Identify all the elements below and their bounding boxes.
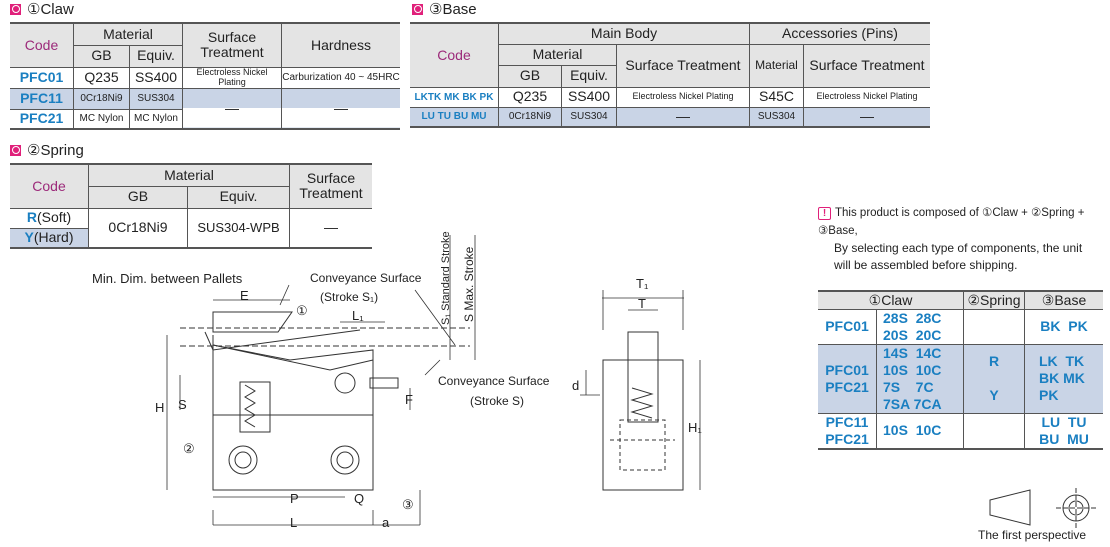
warning-icon: ! bbox=[818, 207, 831, 220]
stroke-s1-label: (Stroke S₁) bbox=[320, 290, 379, 304]
sel-spring: R Y bbox=[963, 343, 1025, 414]
sel-spring bbox=[963, 412, 1025, 449]
conveyance-surface-label: Conveyance Surface bbox=[438, 374, 550, 388]
base-acc-surface: — bbox=[803, 106, 930, 128]
dim-s: S bbox=[178, 397, 187, 412]
claw-title: ①Claw bbox=[27, 1, 74, 18]
side-view bbox=[166, 235, 476, 526]
header-surface: Surface Treatment bbox=[289, 163, 372, 209]
section-marker-icon bbox=[412, 3, 423, 15]
spring-gb: 0Cr18Ni9 bbox=[88, 207, 188, 249]
perspective-symbol bbox=[989, 488, 1096, 528]
callout-claw: ① bbox=[296, 303, 308, 318]
claw-hardness: — bbox=[281, 87, 400, 130]
sel-claw-code: PFC11 PFC21 bbox=[818, 412, 877, 449]
claw-code: PFC21 bbox=[10, 108, 74, 130]
spring-code-hard: Y(Hard) bbox=[10, 227, 89, 249]
header-base: ③Base bbox=[1024, 290, 1103, 310]
spring-code-suffix: (Hard) bbox=[33, 229, 74, 246]
header-gb: GB bbox=[498, 64, 562, 88]
dim-q: Q bbox=[354, 491, 365, 506]
sel-base: LU TU BU MU bbox=[1024, 412, 1103, 449]
claw-equiv: MC Nylon bbox=[129, 108, 183, 130]
callout-base: ③ bbox=[402, 497, 414, 512]
dim-a: a bbox=[382, 515, 390, 530]
header-acc-surface: Surface Treatment bbox=[803, 43, 930, 88]
spring-section-title: ②Spring bbox=[10, 141, 84, 159]
note-line: This product is composed of ①Claw + ②Spr… bbox=[818, 207, 1085, 237]
sel-spring bbox=[963, 308, 1025, 345]
max-stroke-label: S Max. Stroke bbox=[462, 246, 476, 322]
base-acc-material: S45C bbox=[749, 86, 804, 108]
note-line: By selecting each type of components, th… bbox=[834, 241, 1083, 255]
conveyance-surface-label: Conveyance Surface bbox=[310, 271, 422, 285]
dim-l1: L₁ bbox=[352, 308, 364, 323]
front-view bbox=[580, 290, 701, 491]
dim-d: d bbox=[572, 378, 580, 393]
claw-surface: — bbox=[182, 87, 282, 130]
callout-spring: ② bbox=[183, 441, 195, 456]
base-gb: Q235 bbox=[498, 86, 562, 108]
header-equiv: Equiv. bbox=[561, 64, 617, 88]
perspective-label: The first perspective bbox=[978, 528, 1087, 542]
header-gb: GB bbox=[88, 185, 188, 209]
base-equiv: SUS304 bbox=[561, 106, 617, 128]
base-code: LU TU BU MU bbox=[410, 106, 499, 128]
dim-p: P bbox=[290, 491, 299, 506]
header-material: Material bbox=[88, 163, 290, 187]
stroke-s-label: (Stroke S) bbox=[470, 394, 525, 408]
spring-code-soft: R(Soft) bbox=[10, 207, 89, 229]
spring-code: Y bbox=[24, 229, 34, 246]
sel-claw-types: 14S 14C 10S 10C 7S 7C 7SA 7CA bbox=[876, 343, 964, 414]
header-accessories: Accessories (Pins) bbox=[749, 22, 930, 45]
dim-f: F bbox=[405, 392, 413, 407]
claw-gb: 0Cr18Ni9 bbox=[73, 87, 130, 110]
spring-title: ②Spring bbox=[27, 142, 84, 159]
header-code: Code bbox=[410, 22, 499, 88]
dim-l: L bbox=[290, 515, 298, 530]
header-material: Material bbox=[73, 22, 183, 46]
header-code: Code bbox=[10, 22, 74, 68]
spring-surface: — bbox=[289, 207, 372, 249]
header-equiv: Equiv. bbox=[129, 44, 183, 68]
header-main-body: Main Body bbox=[498, 22, 750, 45]
note-line: will be assembled before shipping. bbox=[834, 258, 1018, 272]
claw-code: PFC11 bbox=[10, 87, 74, 110]
standard-stroke-label: S₁ Standard Stroke bbox=[440, 231, 452, 325]
sel-base: BK PK bbox=[1024, 308, 1103, 345]
sel-claw-types: 10S 10C bbox=[876, 412, 964, 449]
header-claw: ①Claw bbox=[818, 290, 964, 310]
base-equiv: SS400 bbox=[561, 86, 617, 108]
dim-h: H bbox=[155, 400, 165, 415]
dim-t1: T₁ bbox=[636, 276, 649, 291]
sel-claw-code: PFC01 PFC21 bbox=[818, 343, 877, 414]
base-section-title: ③Base bbox=[412, 0, 477, 18]
header-acc-material: Material bbox=[749, 43, 804, 88]
dim-t: T bbox=[638, 296, 646, 311]
sel-claw-types: 28S 28C 20S 20C bbox=[876, 308, 964, 345]
base-surface: — bbox=[616, 106, 750, 128]
header-hardness: Hardness bbox=[281, 22, 400, 68]
dim-h1: H₁ bbox=[688, 420, 702, 435]
spring-code-suffix: (Soft) bbox=[36, 209, 72, 226]
product-note: !This product is composed of ①Claw + ②Sp… bbox=[818, 204, 1110, 274]
spring-equiv: SUS304-WPB bbox=[187, 207, 290, 249]
claw-code: PFC01 bbox=[10, 66, 74, 89]
sel-base: LK TK BK MK PK bbox=[1024, 343, 1103, 414]
claw-section-title: ①Claw bbox=[10, 0, 74, 18]
base-title: ③Base bbox=[429, 1, 477, 18]
min-dim-label: Min. Dim. between Pallets bbox=[92, 271, 243, 286]
section-marker-icon bbox=[10, 3, 21, 15]
header-surface: Surface Treatment bbox=[616, 43, 750, 88]
section-marker-icon bbox=[10, 144, 21, 156]
base-acc-material: SUS304 bbox=[749, 106, 804, 128]
dim-e: E bbox=[240, 288, 249, 303]
spring-code: R bbox=[26, 209, 37, 226]
